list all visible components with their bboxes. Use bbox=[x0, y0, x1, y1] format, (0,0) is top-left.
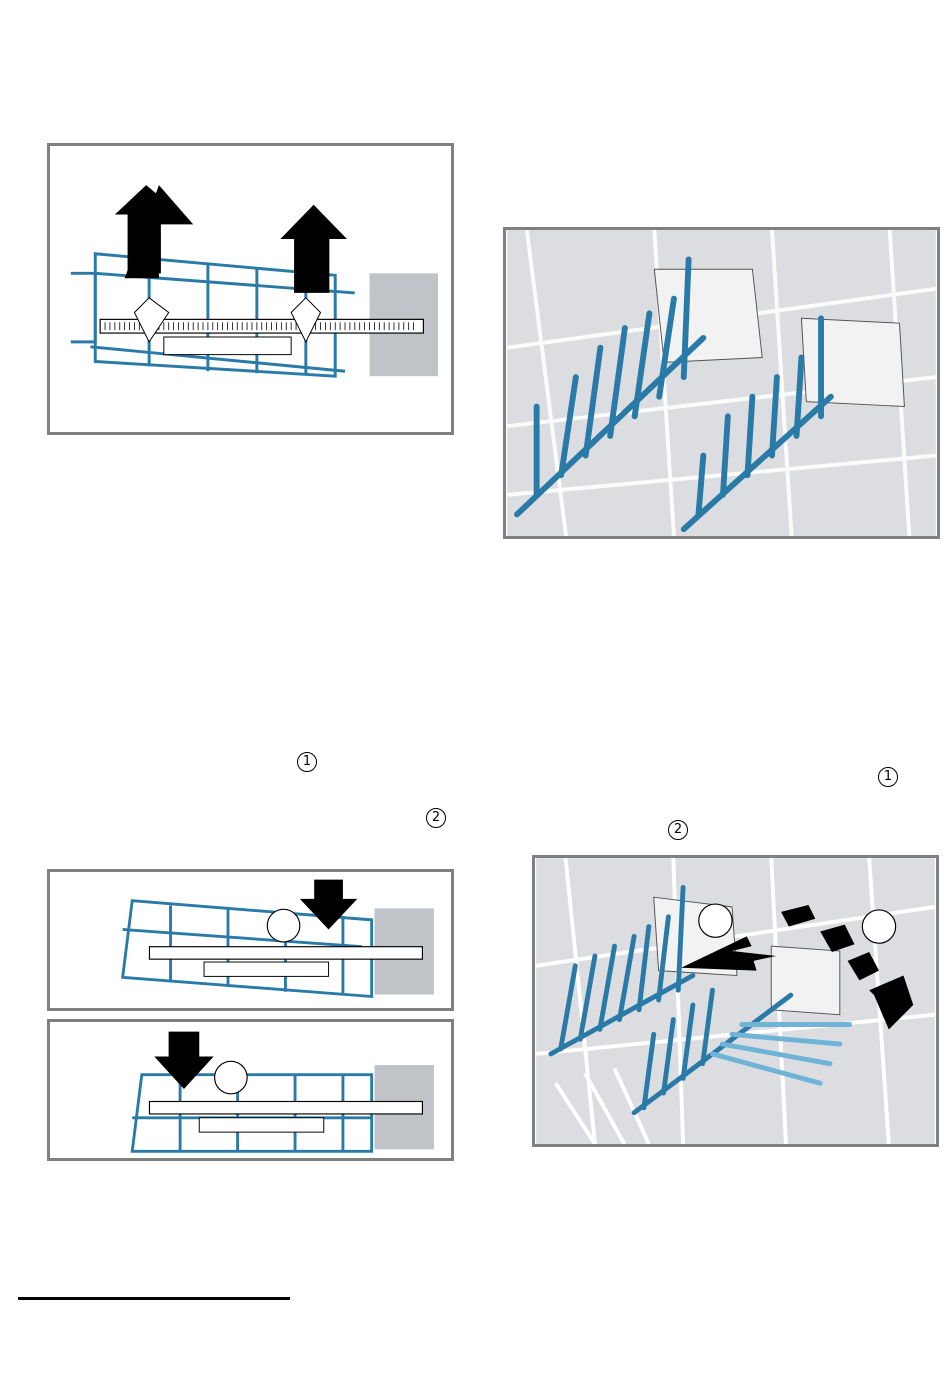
arrow-up-icon bbox=[280, 205, 347, 293]
rack-fold-illustration bbox=[535, 858, 936, 1144]
figure-rack-lower-step1 bbox=[47, 869, 454, 1011]
step-marker-1: 1 bbox=[878, 767, 898, 787]
callout-1 bbox=[699, 904, 732, 937]
figure-rack-lower-step2 bbox=[47, 1019, 454, 1161]
callout-1 bbox=[267, 909, 300, 942]
footnote-separator bbox=[18, 1297, 290, 1300]
step-marker-1: 1 bbox=[297, 752, 317, 772]
rack-lift-illustration bbox=[50, 146, 451, 432]
rack-lower-step1-illustration bbox=[50, 872, 451, 1008]
arrow-down-icon bbox=[154, 1032, 213, 1089]
step-marker-2: 2 bbox=[668, 820, 688, 840]
figure-rack-fold bbox=[532, 855, 939, 1147]
figure-rack-clips bbox=[503, 227, 940, 539]
rack-lower-step2-illustration bbox=[50, 1022, 451, 1158]
callout-2 bbox=[215, 1061, 248, 1094]
rack-clips-illustration bbox=[506, 230, 937, 536]
step-marker-2: 2 bbox=[426, 808, 446, 828]
arrow-down-icon bbox=[300, 880, 357, 930]
lever bbox=[164, 337, 291, 355]
figure-rack-lift bbox=[47, 143, 454, 435]
callout-2 bbox=[862, 910, 895, 943]
